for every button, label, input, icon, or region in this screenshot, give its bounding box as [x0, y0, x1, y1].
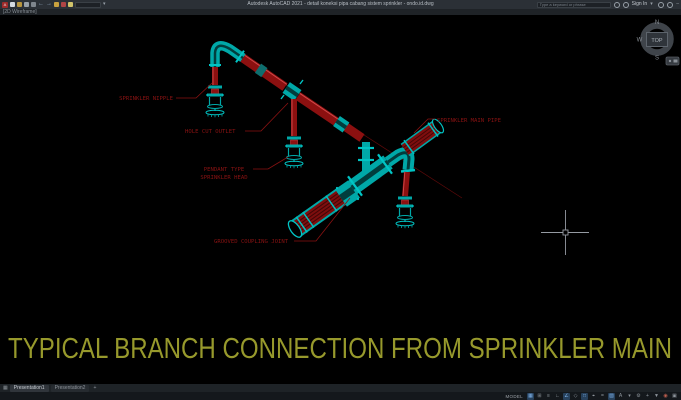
- viewcube-west[interactable]: W: [637, 38, 643, 44]
- isodraft-icon[interactable]: [572, 393, 579, 400]
- branch-clamp[interactable]: [333, 116, 350, 133]
- help-icon[interactable]: [667, 1, 674, 8]
- svg-text:SPRINKLER NIPPLE[interactable]: SPRINKLER NIPPLE: [119, 96, 174, 102]
- tab-presentation2[interactable]: Presentation2: [50, 384, 90, 392]
- autodesk-app-store-icon[interactable]: [658, 1, 665, 8]
- customize-icon[interactable]: [644, 393, 651, 400]
- quick-access-toolbar: A: [2, 1, 108, 8]
- layout-grid-icon[interactable]: [3, 384, 8, 392]
- workspace-gear-icon[interactable]: [635, 393, 642, 400]
- search-icon[interactable]: [613, 1, 620, 8]
- titlebar: A Autodesk AutoCAD 2021 - detail koneksi…: [0, 0, 681, 9]
- lineweight-icon[interactable]: [599, 393, 606, 400]
- viewcube-south[interactable]: S: [655, 56, 659, 62]
- signin-caret-icon[interactable]: [650, 0, 655, 9]
- graphics-performance-icon[interactable]: [662, 393, 669, 400]
- save-to-web-icon[interactable]: [61, 2, 66, 7]
- steering-wheel-icon[interactable]: [668, 59, 672, 63]
- branch-elbow[interactable]: [209, 41, 246, 67]
- annotations: SPRINKLER NIPPLE HOLE CUT OUTLET PENDANT…: [119, 82, 502, 245]
- new-layout-button[interactable]: +: [93, 384, 97, 391]
- label-sprinkler-main-pipe[interactable]: SPRINKLER MAIN PIPE: [413, 118, 502, 134]
- snap-icon[interactable]: [536, 393, 543, 400]
- scale-caret-icon[interactable]: [626, 393, 633, 400]
- drawing-svg[interactable]: SPRINKLER NIPPLE HOLE CUT OUTLET PENDANT…: [0, 15, 681, 384]
- viewport-controls[interactable]: [2D Wireframe]: [0, 9, 681, 15]
- titlebar-right: Sign In: [536, 0, 679, 9]
- search-input[interactable]: [536, 1, 611, 8]
- undo-icon[interactable]: [38, 2, 44, 7]
- isolate-objects-icon[interactable]: [653, 393, 660, 400]
- redo-icon[interactable]: [46, 2, 52, 7]
- sign-in-button[interactable]: Sign In: [631, 1, 648, 7]
- label-sprinkler-nipple[interactable]: SPRINKLER NIPPLE: [119, 82, 213, 102]
- viewcube-north[interactable]: N: [655, 20, 659, 26]
- grooved-main-pipe[interactable]: [286, 188, 348, 239]
- polar-tracking-icon[interactable]: [563, 392, 570, 400]
- qat-caret-icon[interactable]: [103, 2, 108, 7]
- object-snap-tracking-icon[interactable]: [590, 393, 597, 400]
- tab-presentation1[interactable]: Presentation1: [9, 384, 49, 392]
- hole-cut-outlet-clamp[interactable]: [280, 79, 304, 101]
- share-icon[interactable]: [68, 2, 73, 7]
- grooved-coupling[interactable]: [335, 180, 360, 207]
- sprinkler-head-1[interactable]: [204, 87, 226, 119]
- object-snap-icon[interactable]: [581, 392, 588, 400]
- transparency-icon[interactable]: [608, 392, 615, 400]
- annotation-scale-icon[interactable]: [617, 393, 624, 400]
- viewcube[interactable]: N W S TOP: [637, 20, 680, 66]
- svg-text:SPRINKLER MAIN PIPE[interactable]: SPRINKLER MAIN PIPE: [437, 118, 502, 124]
- status-bar: MODEL: [0, 392, 681, 400]
- leader-line: [413, 118, 435, 134]
- viewcube-top-label[interactable]: TOP: [651, 38, 663, 44]
- workspace-dropdown[interactable]: [75, 1, 101, 8]
- infer-constraints-icon[interactable]: [545, 393, 552, 400]
- plot-icon[interactable]: [31, 2, 36, 7]
- drawing-caption[interactable]: TYPICAL BRANCH CONNECTION FROM SPRINKLER…: [8, 333, 672, 365]
- sprinkler-head-2[interactable]: [283, 138, 305, 170]
- svg-text:PENDANT TYPE[interactable]: PENDANT TYPE: [204, 167, 245, 173]
- ortho-icon[interactable]: [554, 393, 561, 400]
- model-space-canvas[interactable]: SPRINKLER NIPPLE HOLE CUT OUTLET PENDANT…: [0, 15, 681, 384]
- branch-riser[interactable]: [358, 142, 374, 172]
- viewcube-top-face[interactable]: [646, 32, 668, 47]
- viewcube-ring[interactable]: [640, 22, 674, 56]
- sprinkler-assembly-2[interactable]: [283, 99, 305, 170]
- svg-text:HOLE CUT OUTLET[interactable]: HOLE CUT OUTLET: [185, 129, 236, 135]
- open-file-icon[interactable]: [17, 2, 22, 7]
- leader-line: [245, 102, 289, 132]
- branch-pipe[interactable]: [240, 54, 365, 142]
- save-icon[interactable]: [24, 2, 29, 7]
- open-from-web-icon[interactable]: [54, 2, 59, 7]
- sprinkler-assembly-3[interactable]: [394, 171, 416, 230]
- app-menu-icon[interactable]: A: [2, 1, 8, 8]
- window-title: Autodesk AutoCAD 2021 - detail koneksi p…: [247, 1, 434, 7]
- drop-elbow[interactable]: [384, 147, 416, 173]
- model-space-indicator[interactable]: MODEL: [505, 393, 523, 399]
- pan-icon[interactable]: [673, 59, 678, 63]
- svg-text:GROOVED COUPLING JOINT[interactable]: GROOVED COUPLING JOINT: [214, 239, 289, 245]
- leader-line: [294, 197, 351, 242]
- sprinkler-head-3[interactable]: [394, 198, 416, 230]
- layout-tabs-bar: Presentation1 Presentation2 +: [0, 384, 681, 392]
- svg-text:SPRINKLER HEAD[interactable]: SPRINKLER HEAD: [200, 175, 248, 181]
- new-file-icon[interactable]: [10, 2, 15, 7]
- piping-drawing[interactable]: [204, 41, 463, 240]
- grid-icon[interactable]: [527, 392, 534, 400]
- visual-style-control[interactable]: [2D Wireframe]: [3, 9, 37, 15]
- label-grooved-coupling[interactable]: GROOVED COUPLING JOINT: [214, 197, 351, 245]
- navigation-bar[interactable]: [665, 56, 680, 66]
- sprinkler-assembly-1[interactable]: [204, 67, 226, 119]
- crosshair-cursor: [541, 210, 589, 255]
- minimize-button[interactable]: [676, 0, 679, 9]
- leader-line: [176, 82, 213, 99]
- label-pendant-sprinkler[interactable]: PENDANT TYPE SPRINKLER HEAD: [200, 156, 289, 181]
- main-tee[interactable]: [347, 153, 393, 197]
- leader-line: [253, 156, 289, 170]
- clean-screen-icon[interactable]: [671, 393, 678, 400]
- label-hole-cut-outlet[interactable]: HOLE CUT OUTLET: [185, 102, 289, 135]
- pickbox: [562, 229, 569, 236]
- main-pipe-ne[interactable]: [400, 117, 445, 157]
- account-icon[interactable]: [622, 1, 629, 8]
